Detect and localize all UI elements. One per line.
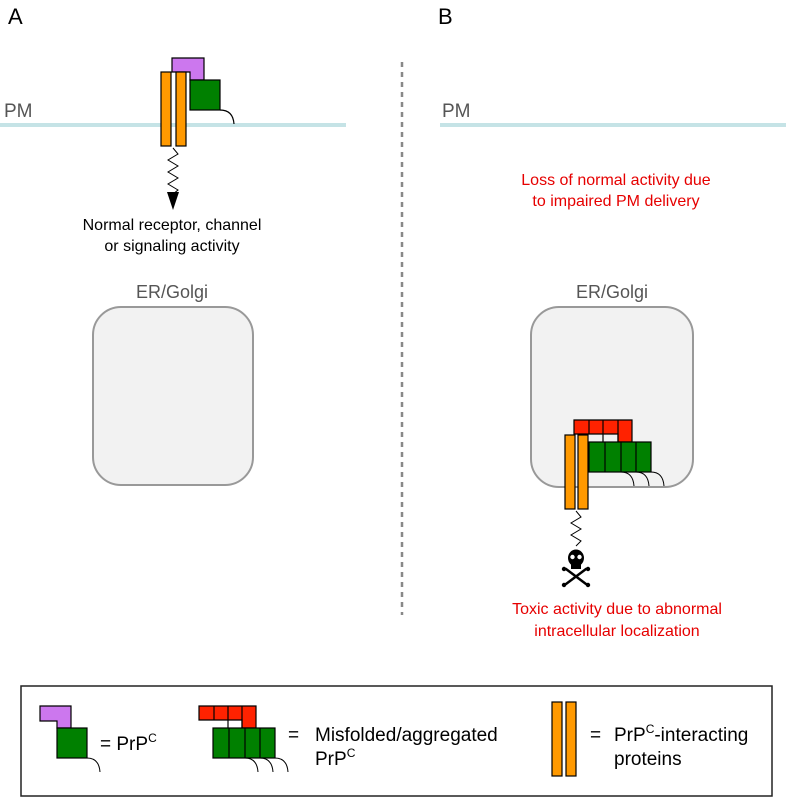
legend-box [20,685,773,797]
signal-squiggle-a [167,147,179,195]
pm-label-a: PM [4,101,33,122]
panel-b: B PM Loss of normal activity due to impa… [438,4,786,640]
er-golgi-label-b: ER/Golgi [576,282,648,302]
legend-misfolded-line1: Misfolded/aggregated [315,725,498,746]
legend-misfolded-eq: = [288,725,299,746]
er-golgi-label-a: ER/Golgi [136,282,208,302]
legend-prpc-label: = PrPC [100,731,157,755]
panel-a: A PM Normal receptor, channel or signali… [0,4,346,486]
normal-activity-line2: or signaling activity [104,238,239,255]
panel-a-letter: A [8,4,23,29]
legend-prpc: = PrPC [39,705,157,773]
loss-activity-line2: to impaired PM delivery [532,193,699,210]
legend-misfolded-line2: PrPC [315,746,356,770]
legend-interacting-line1: PrPC-interacting [614,722,748,746]
prpc-green-domain [189,79,221,111]
toxic-activity-line1: Toxic activity due to abnormal [512,601,722,618]
legend-interacting: = PrPC-interacting proteins [551,701,748,777]
signal-squiggle-b [570,510,582,547]
arrow-down-icon [167,192,179,210]
er-golgi-compartment-a [92,306,254,486]
legend-misfolded: = Misfolded/aggregated PrPC [198,705,498,773]
legend: = PrPC = Misfolded/aggregated PrPC = PrP… [20,685,773,797]
normal-activity-line1: Normal receptor, channel [83,217,262,234]
toxic-activity-line2: intracellular localization [534,623,699,640]
interacting-protein-b [564,434,589,510]
loss-activity-line1: Loss of normal activity due [521,172,711,189]
gpi-anchor [219,109,235,125]
pm-label-b: PM [442,101,471,122]
skull-and-crossbones-icon [561,549,591,588]
aggregated-prp-in-er [573,419,665,487]
legend-interacting-line2: proteins [614,749,682,770]
prpc-at-membrane [171,57,235,125]
panel-b-letter: B [438,4,453,29]
legend-interacting-eq: = [590,725,601,746]
interacting-protein-a [160,71,187,147]
